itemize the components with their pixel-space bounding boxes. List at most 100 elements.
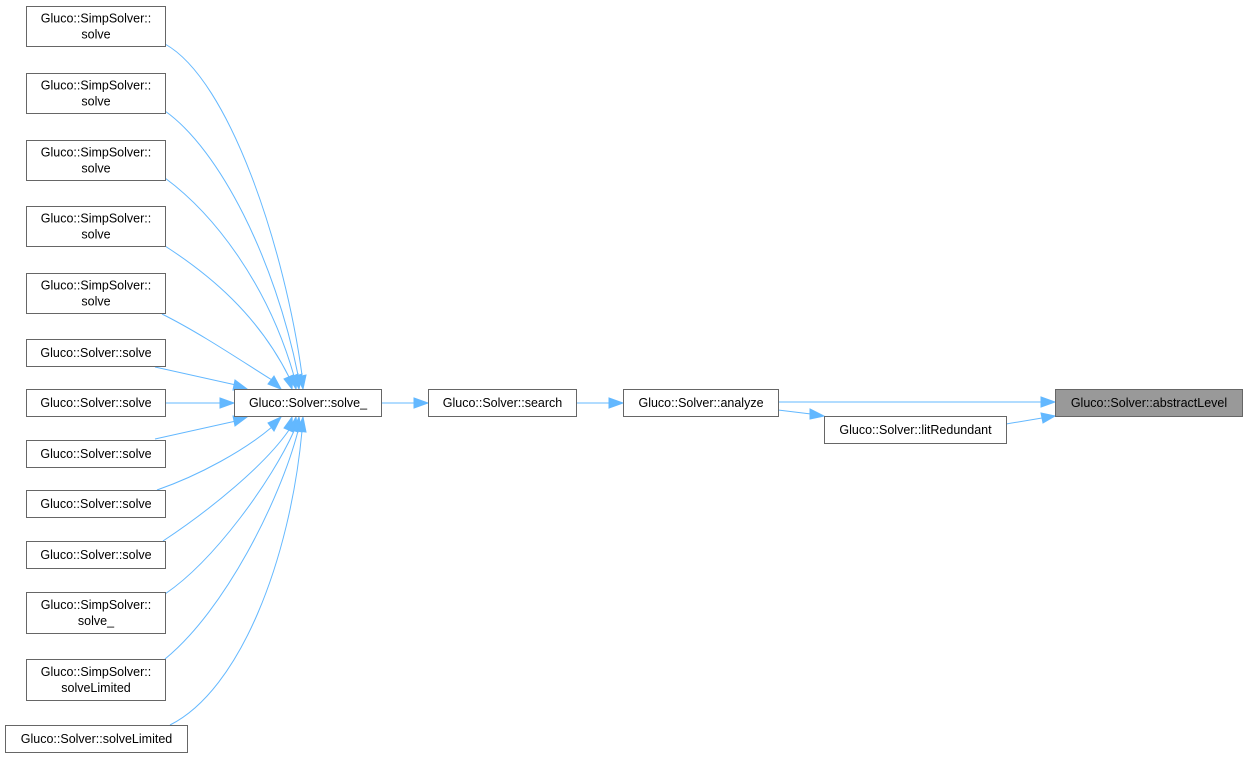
edge-s_solve_3-to-solve_: [154, 415, 249, 440]
node-box[interactable]: [26, 541, 166, 569]
edge-ss_solve_4-to-solve_: [164, 245, 294, 391]
node-box[interactable]: [26, 389, 166, 417]
node-label: Gluco::Solver::solveLimited: [21, 732, 173, 746]
edge-s_solve_2-to-solve_: [165, 397, 236, 409]
arrowhead-icon: [267, 375, 283, 390]
edge-ss_solve_1-to-solve_: [164, 43, 307, 391]
arrowhead-icon: [1040, 412, 1057, 424]
edge-analyze-to-abstractLevel: [778, 396, 1057, 408]
edge-s_solve_1-to-solve_: [154, 366, 249, 391]
edge-line: [164, 430, 295, 595]
node-box[interactable]: [26, 490, 166, 518]
nodes-layer: Gluco::SimpSolver::solveGluco::SimpSolve…: [5, 6, 1243, 753]
node-label: solve: [81, 28, 110, 42]
node-label: Gluco::Solver::litRedundant: [839, 423, 992, 437]
node-label: Gluco::Solver::search: [443, 396, 563, 410]
edge-line: [777, 409, 812, 415]
edge-line: [164, 430, 299, 660]
edge-line: [156, 426, 273, 491]
arrowhead-icon: [219, 397, 236, 409]
node-box[interactable]: [26, 592, 166, 634]
edge-line: [164, 43, 303, 376]
node-box[interactable]: [26, 273, 166, 314]
node-ss-solve-[interactable]: Gluco::SimpSolver::solve_: [26, 592, 166, 634]
edge-line: [154, 420, 237, 440]
edge-line: [1005, 417, 1043, 425]
node-ss-solve-1[interactable]: Gluco::SimpSolver::solve: [26, 6, 166, 47]
edge-line: [162, 429, 290, 542]
arrowhead-icon: [232, 379, 249, 391]
node-s-solve-2[interactable]: Gluco::Solver::solve: [26, 389, 166, 417]
node-label: Gluco::SimpSolver::: [41, 665, 151, 679]
node-label: Gluco::SimpSolver::: [41, 598, 151, 612]
edge-ss_solve_5-to-solve_: [161, 313, 283, 390]
node-s-solve-3[interactable]: Gluco::Solver::solve: [26, 440, 166, 468]
node-box[interactable]: [26, 206, 166, 247]
node-solve-[interactable]: Gluco::Solver::solve_: [234, 389, 382, 417]
node-label: solve: [81, 295, 110, 309]
node-label: Gluco::Solver::analyze: [638, 396, 763, 410]
edge-s_solveLimited-to-solve_: [169, 415, 307, 726]
edge-search-to-analyze: [576, 397, 625, 409]
arrowhead-icon: [232, 415, 249, 427]
node-abstractLevel[interactable]: Gluco::Solver::abstractLevel: [1055, 389, 1243, 417]
node-label: Gluco::SimpSolver::: [41, 79, 151, 93]
node-label: Gluco::Solver::solve: [40, 447, 151, 461]
node-box[interactable]: [623, 389, 779, 417]
node-search[interactable]: Gluco::Solver::search: [428, 389, 577, 417]
edges-layer: [154, 43, 1057, 726]
arrowhead-icon: [809, 408, 826, 420]
node-ss-solve-3[interactable]: Gluco::SimpSolver::solve: [26, 140, 166, 181]
node-box[interactable]: [26, 73, 166, 114]
node-label: Gluco::Solver::solve: [40, 497, 151, 511]
node-box[interactable]: [26, 440, 166, 468]
node-box[interactable]: [234, 389, 382, 417]
edge-solve_-to-search: [381, 397, 430, 409]
edge-s_solve_4-to-solve_: [156, 415, 283, 491]
node-s-solve-4[interactable]: Gluco::Solver::solve: [26, 490, 166, 518]
node-ss-solve-4[interactable]: Gluco::SimpSolver::solve: [26, 206, 166, 247]
node-label: solve_: [78, 614, 115, 628]
node-label: Gluco::Solver::solve_: [249, 396, 368, 410]
node-analyze[interactable]: Gluco::Solver::analyze: [623, 389, 779, 417]
edge-s_solve_5-to-solve_: [162, 415, 294, 542]
edge-line: [164, 245, 290, 378]
node-label: solve: [81, 162, 110, 176]
node-box[interactable]: [26, 339, 166, 367]
edge-line: [164, 177, 295, 377]
edge-line: [169, 430, 303, 726]
node-s-solve-5[interactable]: Gluco::Solver::solve: [26, 541, 166, 569]
node-box[interactable]: [1055, 389, 1243, 417]
node-label: Gluco::SimpSolver::: [41, 12, 151, 26]
node-s-solveLimited[interactable]: Gluco::Solver::solveLimited: [5, 725, 188, 753]
node-ss-solveLimited[interactable]: Gluco::SimpSolver::solveLimited: [26, 659, 166, 701]
arrowhead-icon: [608, 397, 625, 409]
node-ss-solve-5[interactable]: Gluco::SimpSolver::solve: [26, 273, 166, 314]
node-box[interactable]: [5, 725, 188, 753]
arrowhead-icon: [413, 397, 430, 409]
node-label: Gluco::Solver::solve: [40, 346, 151, 360]
node-label: solveLimited: [61, 681, 131, 695]
node-box[interactable]: [428, 389, 577, 417]
node-label: solve: [81, 95, 110, 109]
node-label: Gluco::Solver::solve: [40, 548, 151, 562]
node-label: Gluco::Solver::solve: [40, 396, 151, 410]
arrowhead-icon: [283, 374, 294, 391]
arrowhead-icon: [1040, 396, 1057, 408]
node-litRedundant[interactable]: Gluco::Solver::litRedundant: [824, 416, 1007, 444]
edge-line: [161, 313, 273, 381]
node-box[interactable]: [26, 140, 166, 181]
node-label: Gluco::SimpSolver::: [41, 146, 151, 160]
node-ss-solve-2[interactable]: Gluco::SimpSolver::solve: [26, 73, 166, 114]
node-label: Gluco::Solver::abstractLevel: [1071, 396, 1227, 410]
node-box[interactable]: [824, 416, 1007, 444]
node-box[interactable]: [26, 6, 166, 47]
node-box[interactable]: [26, 659, 166, 701]
edge-line: [164, 110, 299, 376]
node-label: solve: [81, 228, 110, 242]
node-label: Gluco::SimpSolver::: [41, 212, 151, 226]
edge-line: [154, 366, 237, 386]
node-s-solve-1[interactable]: Gluco::Solver::solve: [26, 339, 166, 367]
edge-ss_solveLimited-to-solve_: [164, 415, 303, 660]
